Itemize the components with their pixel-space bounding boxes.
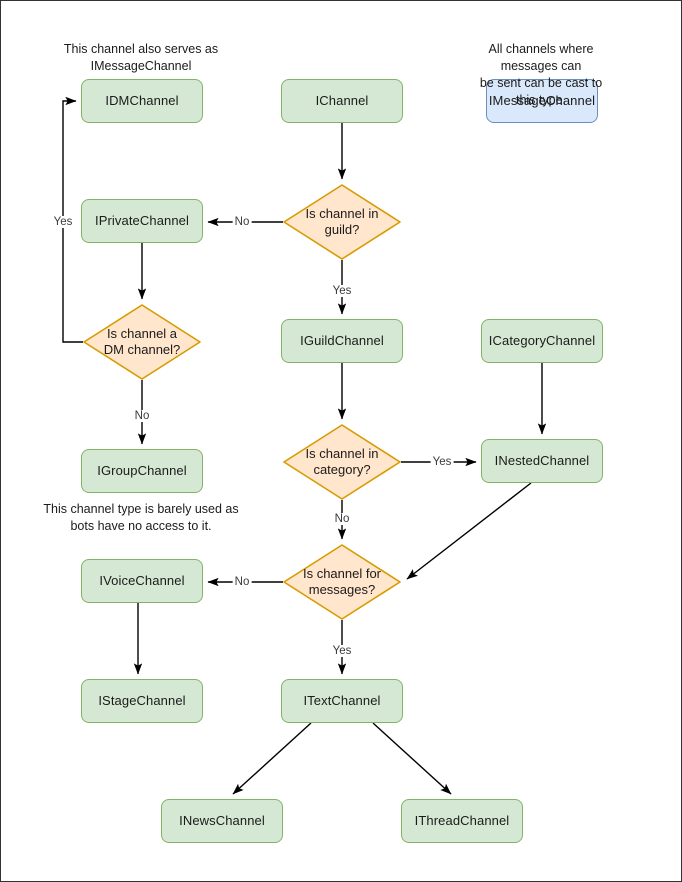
node-label: INestedChannel: [494, 452, 590, 468]
node-ivoicechannel[interactable]: IVoiceChannel: [81, 559, 203, 603]
node-igroupchannel[interactable]: IGroupChannel: [81, 449, 203, 493]
label-dm-yes: Yes: [51, 216, 75, 228]
edge-nested-to-messagesq: [406, 482, 532, 580]
label-guild-no: No: [232, 216, 252, 228]
node-idmchannel[interactable]: IDMChannel: [81, 79, 203, 123]
node-label: IGroupChannel: [97, 462, 187, 478]
label-messages-no: No: [232, 576, 252, 588]
node-istagechannel[interactable]: IStageChannel: [81, 679, 203, 723]
decision-is-channel-for-messages[interactable]: Is channel for messages?: [283, 544, 401, 620]
node-label: IVoiceChannel: [99, 572, 185, 588]
node-ithreadchannel[interactable]: IThreadChannel: [401, 799, 523, 843]
node-label: IStageChannel: [98, 692, 186, 708]
decision-is-channel-in-category[interactable]: Is channel in category?: [283, 424, 401, 500]
edge-text-to-thread: [372, 722, 452, 795]
label-guild-yes: Yes: [330, 285, 354, 297]
decision-label: Is channel in guild?: [305, 205, 379, 237]
label-messages-yes: Yes: [330, 645, 354, 657]
node-iprivatechannel[interactable]: IPrivateChannel: [81, 199, 203, 243]
decision-is-channel-in-guild[interactable]: Is channel in guild?: [283, 184, 401, 260]
node-inewschannel[interactable]: INewsChannel: [161, 799, 283, 843]
note-dm: This channel also serves as IMessageChan…: [63, 42, 219, 73]
node-label: IDMChannel: [105, 92, 179, 108]
node-label: IChannel: [315, 92, 369, 108]
node-inestedchannel[interactable]: INestedChannel: [481, 439, 603, 483]
node-label: IPrivateChannel: [95, 212, 189, 228]
node-label: IThreadChannel: [414, 812, 510, 828]
node-itextchannel[interactable]: ITextChannel: [281, 679, 403, 723]
decision-shape: [83, 304, 201, 380]
decision-is-channel-a-dm-channel[interactable]: Is channel a DM channel?: [83, 304, 201, 380]
node-ichannel[interactable]: IChannel: [281, 79, 403, 123]
node-label: ICategoryChannel: [488, 332, 596, 348]
node-label: IGuildChannel: [300, 332, 384, 348]
node-icategorychannel[interactable]: ICategoryChannel: [481, 319, 603, 363]
label-category-yes: Yes: [430, 456, 454, 468]
node-label: IMessageChannel: [488, 92, 596, 108]
decision-shape: [283, 184, 401, 260]
note-message: All channels where messages can be sent …: [479, 42, 603, 107]
label-category-no: No: [332, 513, 352, 525]
note-group: This channel type is barely used as bots…: [43, 502, 239, 533]
node-iguildchannel[interactable]: IGuildChannel: [281, 319, 403, 363]
decision-shape: [283, 424, 401, 500]
decision-label: Is channel a DM channel?: [103, 325, 181, 357]
edge-text-to-news: [232, 722, 312, 795]
decision-shape: [283, 544, 401, 620]
decision-label: Is channel in category?: [305, 445, 379, 477]
node-label: ITextChannel: [303, 692, 381, 708]
node-imessagechannel[interactable]: IMessageChannel: [486, 79, 598, 123]
node-label: INewsChannel: [179, 812, 265, 828]
decision-label: Is channel for messages?: [302, 565, 382, 597]
label-dm-no: No: [132, 410, 152, 422]
